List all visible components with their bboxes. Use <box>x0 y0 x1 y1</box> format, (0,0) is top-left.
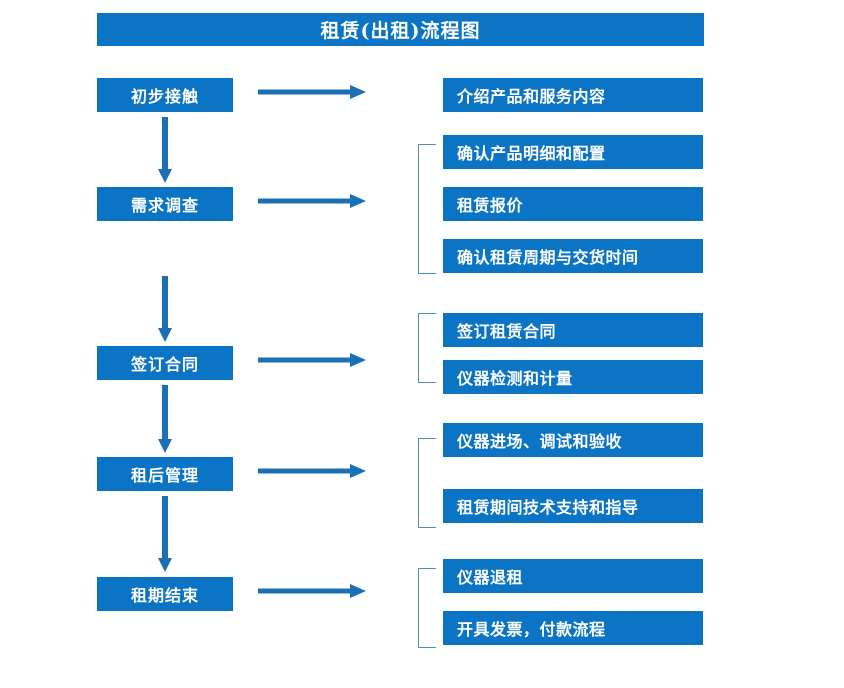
stage-box-3[interactable]: 签订合同 <box>97 346 233 380</box>
detail-box-1-1[interactable]: 介绍产品和服务内容 <box>443 78 703 112</box>
flowchart-title: 租赁(出租)流程图 <box>97 13 704 46</box>
detail-box-2-1[interactable]: 确认产品明细和配置 <box>443 135 703 169</box>
detail-box-5-1[interactable]: 仪器退租 <box>443 559 703 593</box>
stage-box-2[interactable]: 需求调查 <box>97 187 233 221</box>
stage-box-1[interactable]: 初步接触 <box>97 78 233 112</box>
detail-box-5-2[interactable]: 开具发票，付款流程 <box>443 611 703 645</box>
detail-box-2-3[interactable]: 确认租赁周期与交货时间 <box>443 239 703 273</box>
group-bracket-5 <box>418 568 436 648</box>
stage-box-4[interactable]: 租后管理 <box>97 457 233 491</box>
arrow-right-1 <box>258 81 368 103</box>
arrow-down-1 <box>154 117 176 185</box>
group-bracket-2 <box>418 144 436 274</box>
arrow-down-4 <box>154 496 176 574</box>
detail-box-3-1[interactable]: 签订租赁合同 <box>443 313 703 347</box>
arrow-right-5 <box>258 580 368 602</box>
detail-box-4-1[interactable]: 仪器进场、调试和验收 <box>443 423 703 457</box>
arrow-down-3 <box>154 385 176 455</box>
arrow-right-3 <box>258 349 368 371</box>
arrow-right-4 <box>258 460 368 482</box>
detail-box-2-2[interactable]: 租赁报价 <box>443 187 703 221</box>
detail-box-4-2[interactable]: 租赁期间技术支持和指导 <box>443 489 703 523</box>
group-bracket-3 <box>418 313 436 383</box>
arrow-right-2 <box>258 190 368 212</box>
stage-box-5[interactable]: 租期结束 <box>97 577 233 611</box>
detail-box-3-2[interactable]: 仪器检测和计量 <box>443 360 703 394</box>
arrow-down-2 <box>154 276 176 344</box>
group-bracket-4 <box>418 438 436 528</box>
